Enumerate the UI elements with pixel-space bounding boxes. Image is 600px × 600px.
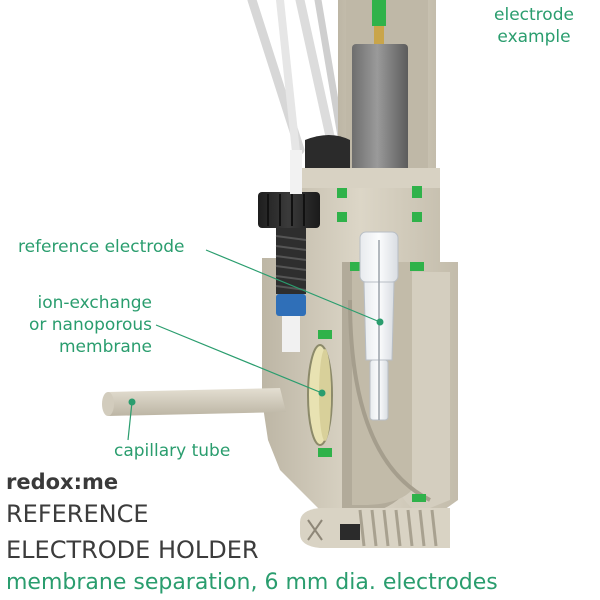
membrane-line-3: membrane: [58, 337, 152, 357]
title-line-1: REFERENCE: [6, 500, 149, 528]
electrode-example-label: electrode example: [474, 4, 594, 48]
title-line-2: ELECTRODE HOLDER: [6, 536, 259, 564]
capillary-tube-label: capillary tube: [114, 441, 231, 461]
electrode-example-line-2: example: [497, 27, 571, 47]
callout-lines: [127, 249, 381, 441]
clamp-screw: [300, 508, 450, 548]
reference-electrode-label: reference electrode: [18, 237, 185, 257]
electrode-example-line-1: electrode: [494, 5, 574, 25]
membrane-label: ion-exchange or nanoporous membrane: [18, 292, 152, 358]
membrane-line-2: or nanoporous: [28, 315, 152, 335]
capillary-tube: [102, 388, 286, 416]
reference-port: [258, 150, 320, 352]
rear-cap: [305, 135, 350, 175]
brand-logo: redox:me: [6, 470, 119, 494]
callout-dots: [128, 318, 384, 406]
subtitle: membrane separation, 6 mm dia. electrode…: [6, 570, 498, 595]
membrane-line-1: ion-exchange: [37, 293, 152, 313]
